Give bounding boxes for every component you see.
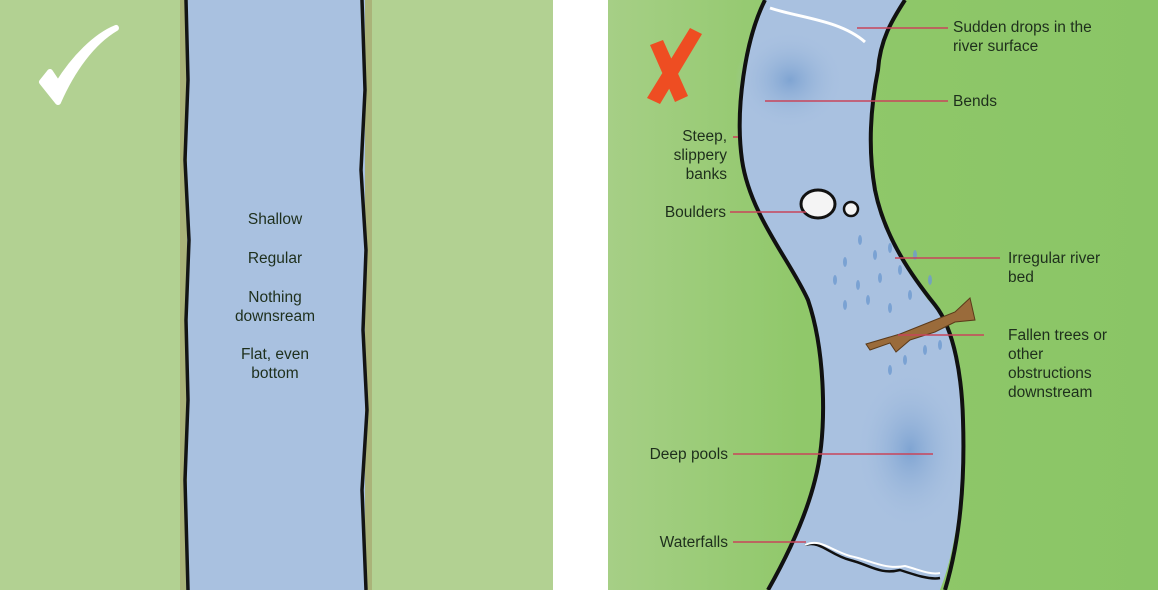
label-nothing-downstream: Nothing downsream <box>234 289 316 325</box>
check-icon <box>39 25 119 105</box>
bad-river-panel <box>608 0 1158 590</box>
boulder-icon <box>799 188 860 220</box>
label-regular: Regular <box>247 250 303 267</box>
label-irregular-bed: Irregular river bed <box>1008 250 1101 286</box>
leader-lines <box>730 27 1000 543</box>
label-boulders: Boulders <box>664 204 726 221</box>
cross-icon <box>647 28 702 104</box>
label-waterfalls: Waterfalls <box>659 534 728 551</box>
fallen-tree-icon <box>865 297 976 353</box>
label-steep-banks: Steep, slippery banks <box>673 128 727 183</box>
label-shallow: Shallow <box>247 211 303 228</box>
label-deep-pools: Deep pools <box>649 446 728 463</box>
label-flat-bottom: Flat, even bottom <box>240 346 310 382</box>
label-fallen-trees: Fallen trees or other obstructions downs… <box>1008 327 1108 401</box>
label-bends: Bends <box>953 93 997 110</box>
good-river-panel <box>0 0 553 590</box>
label-sudden-drops: Sudden drops in the river surface <box>953 19 1092 55</box>
riverbed-marks <box>833 235 942 375</box>
